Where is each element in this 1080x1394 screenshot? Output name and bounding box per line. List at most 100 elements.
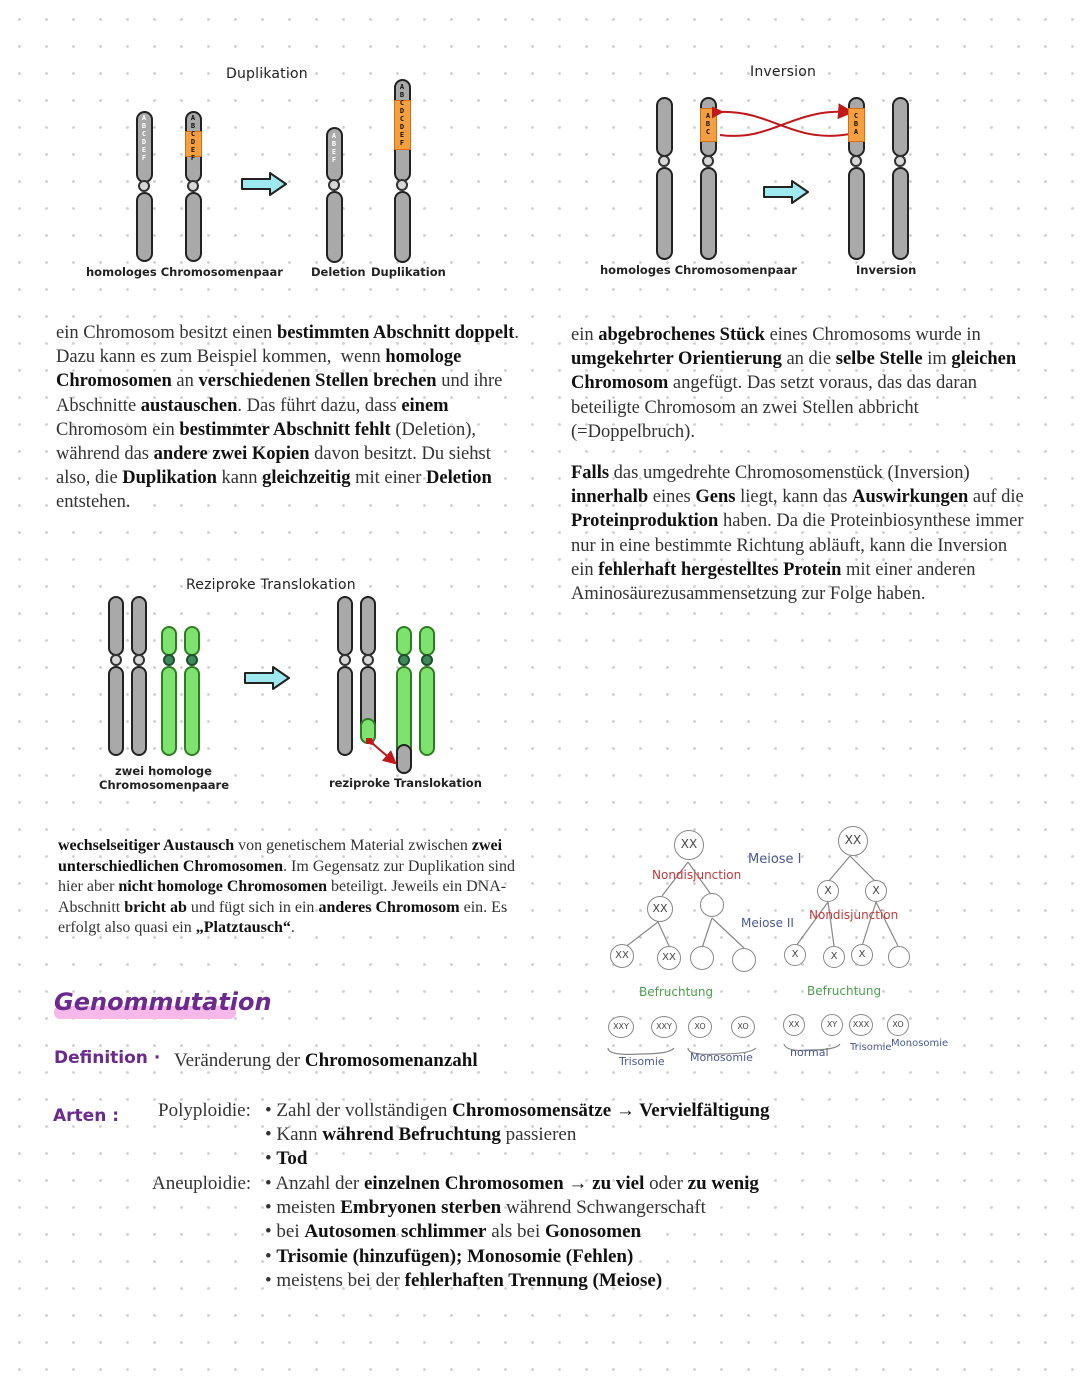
centromere bbox=[328, 179, 340, 191]
aneuploidie-list: • Anzahl der einzelnen Chromosomen → zu … bbox=[265, 1172, 759, 1293]
cell-empty bbox=[700, 893, 724, 917]
chromosome bbox=[337, 666, 353, 756]
label-nondisjunction-2: Nondisjunction bbox=[809, 908, 899, 922]
cell-xx: XX bbox=[674, 830, 704, 860]
zygote: XY bbox=[821, 1014, 843, 1036]
label-homologes-paar: homologes Chromosomenpaar bbox=[86, 265, 283, 279]
centromere bbox=[850, 155, 862, 167]
chromosome bbox=[108, 666, 124, 756]
right-arrow-icon bbox=[763, 180, 809, 204]
list-item: • Trisomie (hinzufügen); Monosomie (Fehl… bbox=[265, 1245, 634, 1267]
gene-letter: C bbox=[141, 130, 147, 138]
gene-letter: F bbox=[141, 154, 147, 162]
list-item: • Kann während Befruchtung passieren bbox=[265, 1124, 577, 1146]
cell-x: X bbox=[817, 880, 839, 902]
zygote: XX bbox=[783, 1014, 805, 1036]
translokation-title: Reziproke Translokation bbox=[186, 577, 356, 593]
gene-letter: E bbox=[399, 131, 405, 139]
meiose-tree-lines bbox=[607, 855, 899, 1055]
heading-highlight bbox=[54, 1006, 236, 1019]
duplikation-title: Duplikation bbox=[226, 66, 308, 82]
list-item: • Anzahl der einzelnen Chromosomen → zu … bbox=[265, 1173, 759, 1194]
centromere bbox=[421, 654, 433, 666]
zygote: XO bbox=[887, 1014, 909, 1036]
chromosome bbox=[136, 192, 153, 262]
right-arrow-icon bbox=[244, 666, 290, 690]
zygote: XXY bbox=[608, 1016, 634, 1038]
centromere bbox=[396, 179, 408, 191]
chromosome bbox=[326, 191, 343, 263]
gene-letter: B bbox=[331, 140, 337, 148]
chromosome bbox=[700, 167, 717, 260]
label-homologes-paar: homologes Chromosomenpaar bbox=[600, 263, 797, 277]
gene-letter: A bbox=[705, 112, 711, 120]
gene-letter: D bbox=[190, 138, 196, 146]
list-item: • Zahl der vollständigen Chromosomensätz… bbox=[265, 1100, 770, 1121]
label-chromosomenpaare: Chromosomenpaare bbox=[99, 778, 230, 792]
centromere bbox=[702, 155, 714, 167]
gamete-x: X bbox=[784, 944, 806, 966]
gene-letter: D bbox=[399, 123, 405, 131]
chromosome-green bbox=[161, 626, 177, 656]
gene-letter: B bbox=[705, 120, 711, 128]
label-deletion: Deletion bbox=[311, 265, 366, 279]
gamete-empty bbox=[732, 948, 756, 972]
gene-letter: B bbox=[853, 120, 859, 128]
label-inversion: Inversion bbox=[856, 263, 917, 277]
translokation-text: wechselseitiger Austausch von genetische… bbox=[58, 837, 515, 937]
duplikation-text: ein Chromosom besitzt einen bestimmten A… bbox=[56, 323, 520, 513]
polyploidie-label: Polyploidie: bbox=[158, 1100, 251, 1121]
gene-letter: E bbox=[190, 146, 196, 154]
label-reziproke-translokation: reziproke Translokation bbox=[329, 776, 482, 790]
label-befruchtung-1: Befruchtung bbox=[639, 985, 714, 999]
gene-letter: E bbox=[141, 146, 147, 154]
label-zwei-homologe: zwei homologe bbox=[115, 764, 212, 778]
gene-letter: F bbox=[331, 156, 337, 164]
chromosome-green bbox=[419, 626, 435, 656]
gene-letter: C bbox=[853, 112, 859, 120]
centromere bbox=[186, 654, 198, 666]
chromosome bbox=[131, 596, 147, 656]
gamete-x: X bbox=[823, 946, 845, 968]
gene-letter: B bbox=[141, 122, 147, 130]
duplicated-segment bbox=[185, 131, 202, 157]
gene-letter: F bbox=[399, 139, 405, 147]
centromere bbox=[658, 155, 670, 167]
gene-letter: D bbox=[399, 107, 405, 115]
inverted-segment bbox=[848, 108, 865, 142]
polyploidie-list: • Zahl der vollständigen Chromosomensätz… bbox=[265, 1099, 769, 1172]
label-befruchtung-2: Befruchtung bbox=[807, 984, 882, 998]
centromere bbox=[138, 180, 150, 192]
label-meiose-2: Meiose II bbox=[741, 916, 794, 930]
gamete-xx: XX bbox=[657, 946, 681, 970]
definition-text: Veränderung der Chromosomenanzahl bbox=[174, 1050, 478, 1071]
label-trisomie-small: Trisomie bbox=[850, 1042, 892, 1053]
exchange-arrow-icon bbox=[366, 738, 398, 765]
chromosome bbox=[656, 97, 673, 157]
chromosome bbox=[892, 97, 909, 157]
chromosome-green bbox=[419, 666, 435, 756]
chromosome bbox=[131, 666, 147, 756]
gamete-empty bbox=[690, 946, 714, 970]
cell-x: X bbox=[865, 880, 887, 902]
chromosome-green bbox=[184, 666, 200, 756]
gene-letter: F bbox=[190, 154, 196, 162]
zygote: XO bbox=[688, 1016, 712, 1038]
gene-letter: C bbox=[399, 115, 405, 123]
label-nondisjunction-1: Nondisjunction bbox=[652, 868, 742, 882]
label-trisomie: Trisomie bbox=[619, 1055, 665, 1068]
gene-letter: A bbox=[141, 114, 147, 122]
centromere bbox=[163, 654, 175, 666]
chromosome bbox=[360, 596, 376, 656]
centromere bbox=[110, 654, 122, 666]
gene-letter: C bbox=[190, 130, 196, 138]
gene-letter: A bbox=[853, 128, 859, 136]
arten-label: Arten : bbox=[53, 1106, 120, 1126]
aneuploidie-label: Aneuploidie: bbox=[152, 1173, 252, 1194]
gene-letter: C bbox=[399, 99, 405, 107]
centromere bbox=[133, 654, 145, 666]
